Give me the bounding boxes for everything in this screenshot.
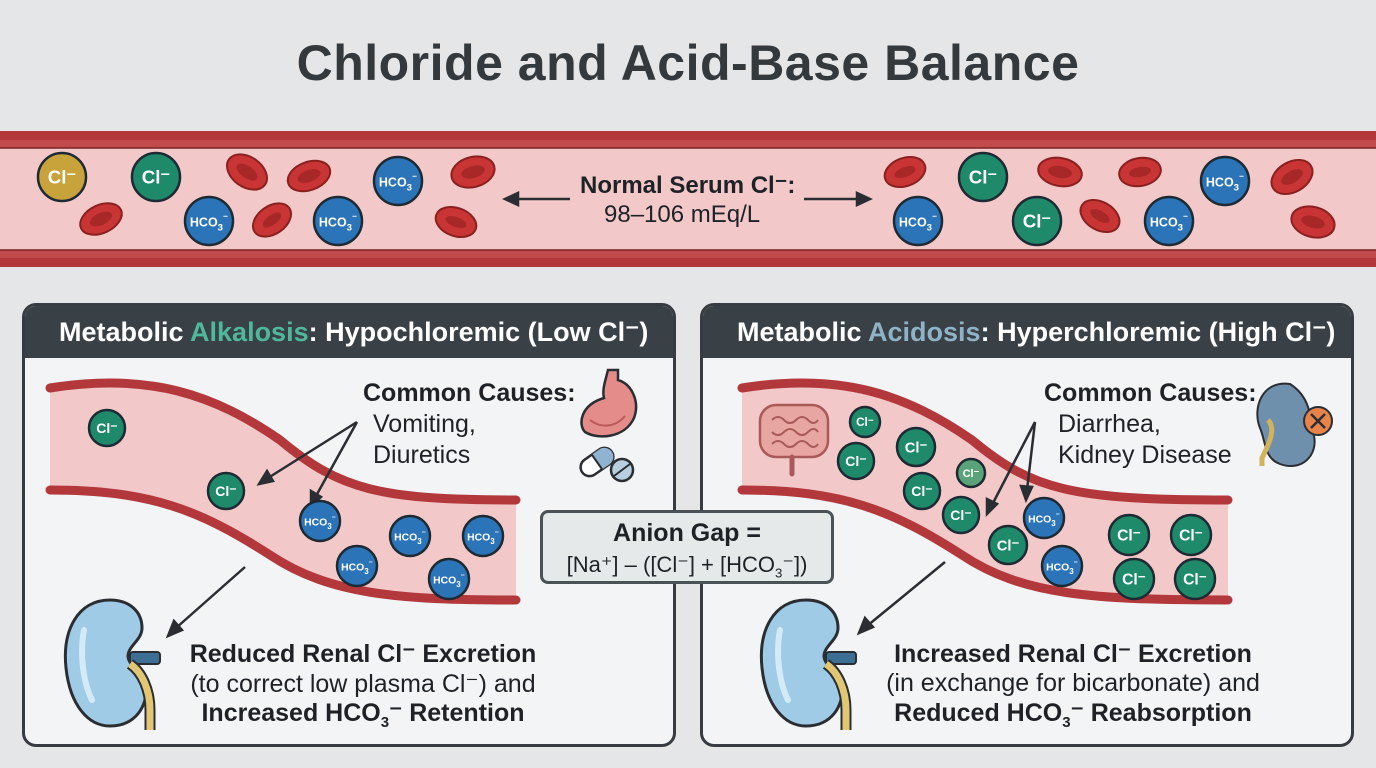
arrow-left: [502, 191, 570, 207]
bicarbonate-label: HCO3⁻: [1150, 213, 1188, 234]
chloride-label: Cl⁻: [1179, 528, 1203, 545]
chloride-ion: Cl⁻: [130, 151, 182, 203]
serum-label-value: 98–106 mEq/L: [604, 201, 761, 228]
chloride-ion: Cl⁻: [987, 524, 1029, 566]
chloride-label: Cl⁻: [1122, 572, 1146, 589]
chloride-label: Cl⁻: [142, 167, 171, 188]
chloride-ion: Cl⁻: [1173, 557, 1217, 601]
chloride-ion: Cl⁻: [955, 457, 987, 489]
bicarbonate-label: HCO3⁻: [190, 213, 228, 234]
chloride-label: Cl⁻: [969, 167, 998, 188]
bicarbonate-label: HCO3⁻: [341, 559, 373, 576]
intestine-icon: [758, 403, 830, 477]
chloride-label: Cl⁻: [1183, 572, 1207, 589]
alkalosis-cause-1: Vomiting,: [373, 410, 476, 438]
bicarbonate-ion: HCO3⁻: [427, 557, 471, 601]
acidosis-causes-heading: Common Causes:: [1044, 379, 1257, 407]
kidney-disease-icon: [1256, 382, 1333, 467]
alkalosis-renal-line-3: Increased HCO3⁻ Retention: [201, 699, 525, 731]
bicarbonate-ion: HCO3⁻: [298, 499, 342, 543]
serum-label-title: Normal Serum Cl⁻:: [580, 172, 796, 199]
alkalosis-cause-2: Diuretics: [373, 441, 471, 469]
alkalosis-renal-line-2: (to correct low plasma Cl⁻) and: [190, 670, 536, 698]
red-blood-cells: [79, 153, 1336, 239]
chloride-ion: Cl⁻: [87, 408, 127, 448]
bicarbonate-ion: HCO3⁻: [1040, 544, 1084, 588]
acidosis-renal-line-3: Reduced HCO3⁻ Reabsorption: [894, 699, 1252, 731]
chloride-label: Cl⁻: [911, 483, 932, 499]
chloride-label: Cl⁻: [48, 167, 77, 188]
acidosis-arrows: [856, 421, 1037, 636]
chloride-ion: Cl⁻: [1107, 513, 1151, 557]
chloride-ion: Cl⁻: [848, 405, 882, 439]
bicarbonate-label: HCO3⁻: [467, 529, 499, 546]
chloride-label: Cl⁻: [997, 538, 1020, 554]
bicarbonate-ion: HCO3⁻: [335, 544, 379, 588]
stomach-icon: [580, 368, 638, 438]
chloride-label: Cl⁻: [963, 468, 980, 480]
kidney-icon: [63, 598, 161, 730]
chloride-label: Cl⁻: [845, 453, 866, 469]
chloride-label: Cl⁻: [1117, 528, 1141, 545]
bicarbonate-label: HCO3⁻: [304, 514, 336, 531]
acidosis-renal-line-1: Increased Renal Cl⁻ Excretion: [894, 640, 1252, 668]
arrow-right: [804, 191, 873, 207]
chloride-ion: Cl⁻: [836, 441, 876, 481]
acidosis-panel-title: Metabolic Acidosis: Hyperchloremic (High…: [703, 306, 1351, 358]
bicarbonate-ion: HCO3⁻: [1143, 195, 1195, 247]
bicarbonate-label: HCO3⁻: [1028, 511, 1060, 528]
bicarbonate-ion: HCO3⁻: [1022, 496, 1066, 540]
chloride-ion: Cl⁻: [206, 471, 246, 511]
bicarbonate-label: HCO3⁻: [433, 572, 465, 589]
kidney-icon: [759, 598, 857, 730]
chloride-ion: Cl⁻: [895, 426, 937, 468]
bicarbonate-label: HCO3⁻: [1046, 559, 1078, 576]
acidosis-renal-line-2: (in exchange for bicarbonate) and: [886, 669, 1260, 697]
chloride-label: Cl⁻: [950, 507, 971, 523]
alkalosis-renal-line-1: Reduced Renal Cl⁻ Excretion: [189, 640, 537, 668]
bicarbonate-label: HCO3⁻: [899, 213, 937, 234]
chloride-ion: Cl⁻: [902, 471, 942, 511]
acidosis-cause-1: Diarrhea,: [1058, 410, 1161, 438]
bicarbonate-label: HCO3⁻: [394, 529, 426, 546]
bicarbonate-ion: HCO3⁻: [388, 514, 432, 558]
bicarbonate-ion: HCO3⁻: [312, 195, 364, 247]
acidosis-word: Acidosis: [868, 317, 981, 347]
bicarbonate-label: HCO3⁻: [379, 173, 417, 194]
alkalosis-causes-heading: Common Causes:: [363, 379, 576, 407]
bicarbonate-ion: HCO3⁻: [183, 195, 235, 247]
chloride-label: Cl⁻: [856, 416, 874, 429]
pills-icon: [579, 446, 635, 483]
chloride-ion: Cl⁻: [941, 495, 981, 535]
chloride-ion: Cl⁻: [1112, 557, 1156, 601]
chloride-ion: Cl⁻: [957, 151, 1009, 203]
bicarbonate-label: HCO3⁻: [1206, 173, 1244, 194]
bicarbonate-ion: HCO3⁻: [892, 195, 944, 247]
chloride-label: Cl⁻: [1023, 211, 1052, 232]
chloride-label: Cl⁻: [96, 420, 117, 436]
anion-gap-box: Anion Gap = [Na⁺] – ([Cl⁻] + [HCO3⁻]): [540, 510, 834, 584]
chloride-label: Cl⁻: [905, 440, 928, 456]
alkalosis-arrows: [165, 420, 359, 639]
anion-gap-formula: [Na⁺] – ([Cl⁻] + [HCO3⁻]): [566, 552, 808, 581]
chloride-ion: Cl⁻: [36, 151, 88, 203]
bicarbonate-label: HCO3⁻: [319, 213, 357, 234]
anion-gap-title: Anion Gap =: [613, 519, 761, 547]
page-title: Chloride and Acid-Base Balance: [296, 35, 1080, 91]
alkalosis-word: Alkalosis: [190, 317, 309, 347]
bicarbonate-ion: HCO3⁻: [372, 155, 424, 207]
acidosis-cause-2: Kidney Disease: [1058, 441, 1232, 469]
alkalosis-panel-title: Metabolic Alkalosis: Hypochloremic (Low …: [25, 306, 673, 358]
chloride-ion: Cl⁻: [1011, 195, 1063, 247]
chloride-label: Cl⁻: [215, 483, 236, 499]
chloride-ion: Cl⁻: [1169, 513, 1213, 557]
bicarbonate-ion: HCO3⁻: [1199, 155, 1251, 207]
bicarbonate-ion: HCO3⁻: [461, 514, 505, 558]
